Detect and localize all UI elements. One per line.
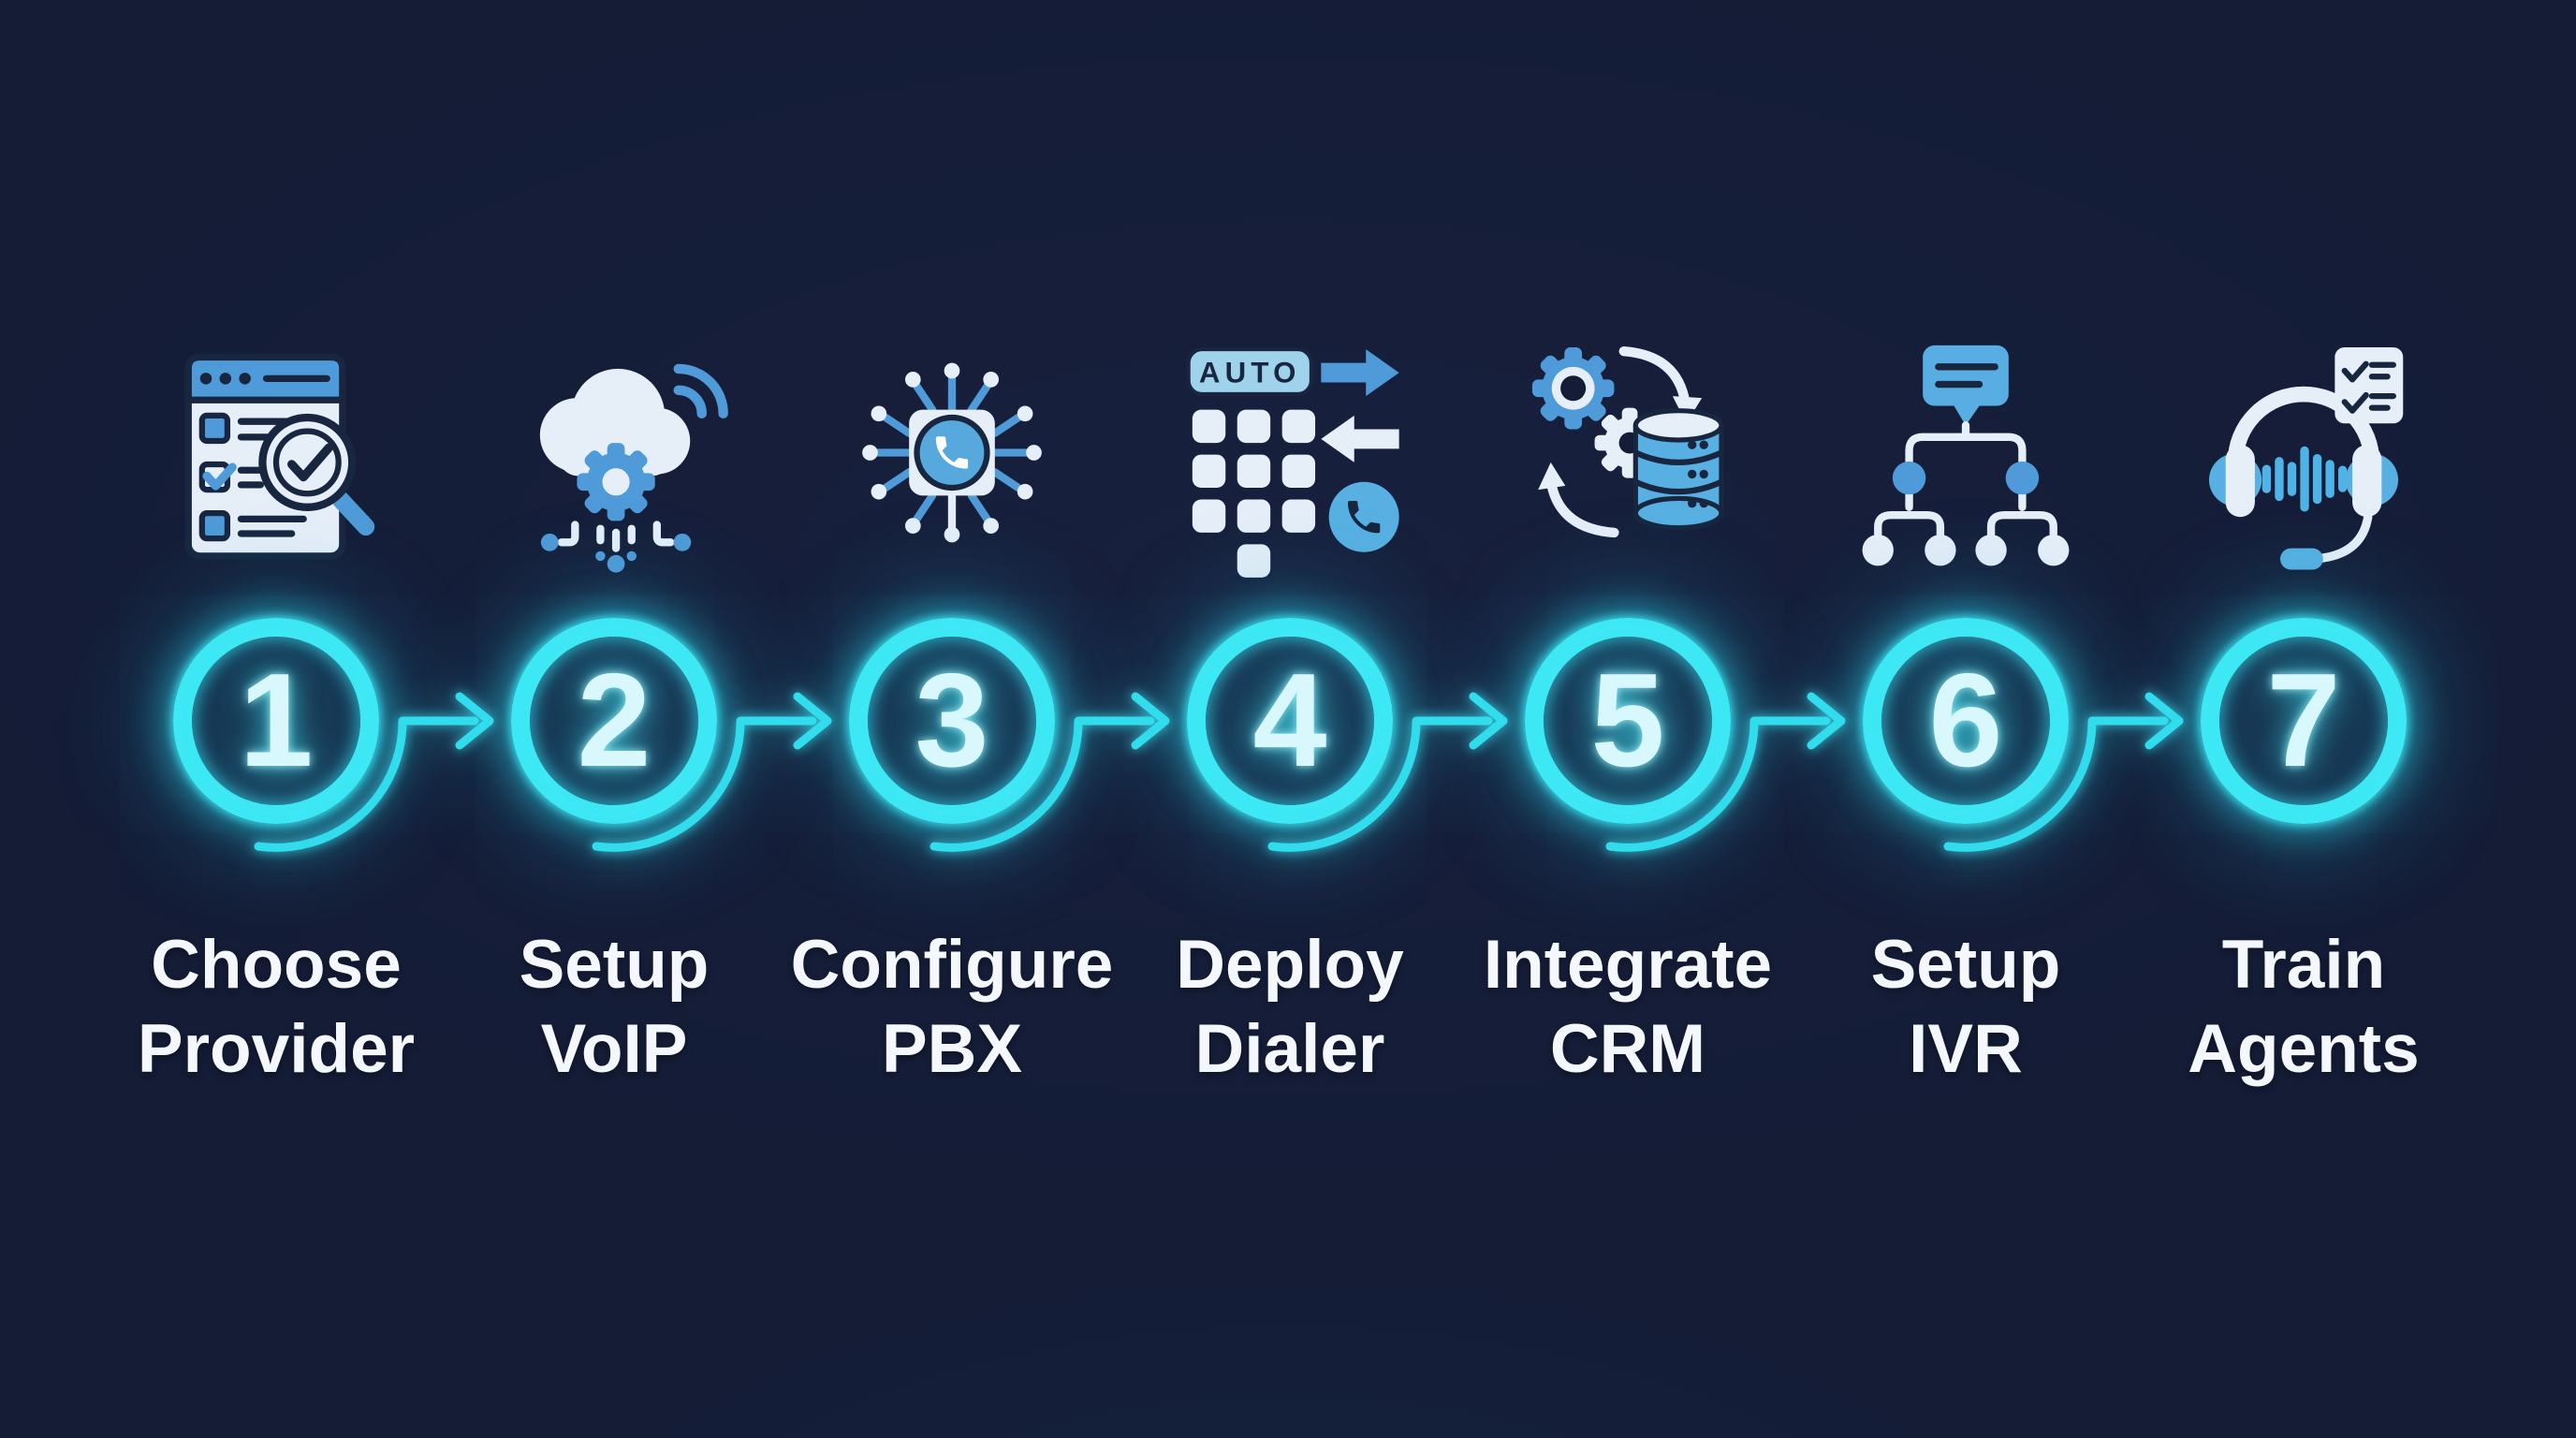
gear-icon [1531, 347, 1615, 430]
checklist-search-icon [159, 326, 393, 580]
step-number: 7 [2266, 646, 2341, 795]
step-column-2: 2 Setup VoIP [408, 0, 820, 1438]
step-label-line2: Agents [2188, 1011, 2420, 1087]
step-number: 3 [915, 646, 989, 795]
tree-node [1892, 461, 1926, 495]
step-label-line2: VoIP [540, 1011, 688, 1087]
phone-circle [914, 414, 990, 492]
step-column-3: 3 Configure PBX [746, 0, 1158, 1438]
phone-handset-icon [935, 436, 969, 469]
step-label-line2: Provider [137, 1011, 416, 1087]
step-label-line1: Setup [519, 927, 710, 1003]
pbx-chip-phone-icon [862, 362, 1042, 543]
tree-leaf [2038, 535, 2070, 566]
step-ring: 7 [2201, 618, 2407, 824]
auto-dialer-keypad-icon: AUTO [1186, 347, 1399, 578]
step-number: 2 [577, 646, 651, 795]
arrow-right-icon [1321, 349, 1399, 397]
step-label: Deploy Dialer [1084, 923, 1496, 1092]
step-label: Train Agents [2098, 923, 2510, 1092]
crm-gears-database-icon [1531, 345, 1724, 538]
step-label-line2: CRM [1549, 1011, 1706, 1087]
step-label: Choose Provider [70, 923, 482, 1092]
flow-arrow [592, 692, 832, 852]
flow-arrow [1267, 692, 1508, 852]
train-agents-headset-icon [2187, 326, 2421, 580]
tree-node [2005, 461, 2040, 495]
step-label-line2: Dialer [1194, 1011, 1385, 1087]
sync-arrows [1538, 345, 1703, 538]
step-number: 5 [1590, 646, 1665, 795]
step-number: 4 [1252, 646, 1327, 795]
step-column-4: AUTO 4 Deploy Dialer [1084, 0, 1496, 1438]
step-number: 1 [239, 646, 314, 795]
audio-waveform [2261, 446, 2348, 512]
arrow-left-icon [1321, 415, 1399, 462]
crm-gears-database-icon [1511, 326, 1745, 580]
cloud-voip-icon [497, 326, 731, 580]
database-icon [1632, 408, 1724, 531]
boom-mic [2280, 512, 2373, 570]
step-label-line1: Train [2221, 927, 2386, 1003]
step-label-line1: Setup [1870, 927, 2061, 1003]
ivr-tree-icon [1862, 345, 2070, 566]
step-ring: 6 [1863, 618, 2069, 824]
magnifier-check [258, 413, 375, 536]
step-label-line1: Choose [151, 927, 402, 1003]
step-column-7: 7 Train Agents [2098, 0, 2510, 1438]
gear-icon [577, 443, 655, 521]
step-column-5: 5 Integrate CRM [1422, 0, 1834, 1438]
ear-cups [2208, 445, 2399, 518]
step-label-line2: IVR [1909, 1011, 2023, 1087]
keypad-keys [1192, 409, 1316, 578]
cloud-voip-icon [539, 363, 728, 573]
checklist-card [2334, 347, 2404, 424]
ivr-tree-icon [1849, 326, 2083, 580]
train-agents-headset-icon [2208, 347, 2404, 570]
circuit-drops [540, 521, 692, 573]
flow-arrow [1943, 692, 2184, 852]
auto-pill-text: AUTO [1199, 357, 1301, 389]
auto-dialer-keypad-icon: AUTO [1173, 326, 1407, 580]
tree-connectors [1874, 421, 2057, 539]
wifi-signal-icon [673, 363, 728, 419]
step-label: Setup VoIP [408, 923, 820, 1092]
tree-leaf [1925, 535, 1956, 566]
circuit-traces [873, 374, 1031, 531]
speech-bubble-icon [1923, 345, 2009, 426]
trace-dots [862, 362, 1042, 543]
auto-pill [1186, 347, 1313, 397]
step-label-line1: Integrate [1483, 927, 1773, 1003]
flow-arrow [254, 692, 494, 852]
step-label: Setup IVR [1760, 923, 2172, 1092]
flow-arrow [1605, 692, 1846, 852]
step-label-line2: PBX [881, 1011, 1023, 1087]
flow-arrow [929, 692, 1170, 852]
pbx-chip-phone-icon [835, 326, 1069, 580]
phone-call-badge [1328, 481, 1399, 552]
step-label-line1: Configure [790, 927, 1114, 1003]
tree-leaf [1975, 535, 2007, 566]
step-ring: 2 [511, 618, 717, 824]
tree-leaf [1862, 535, 1894, 566]
checklist-search-icon [184, 353, 375, 560]
step-label-line1: Deploy [1176, 927, 1404, 1003]
step-column-6: 6 Setup IVR [1760, 0, 2172, 1438]
step-number: 6 [1928, 646, 2003, 795]
step-label: Integrate CRM [1422, 923, 1834, 1092]
step-label: Configure PBX [746, 923, 1158, 1092]
step-column-1: 1 Choose Provider [70, 0, 482, 1438]
headband [2227, 386, 2380, 471]
